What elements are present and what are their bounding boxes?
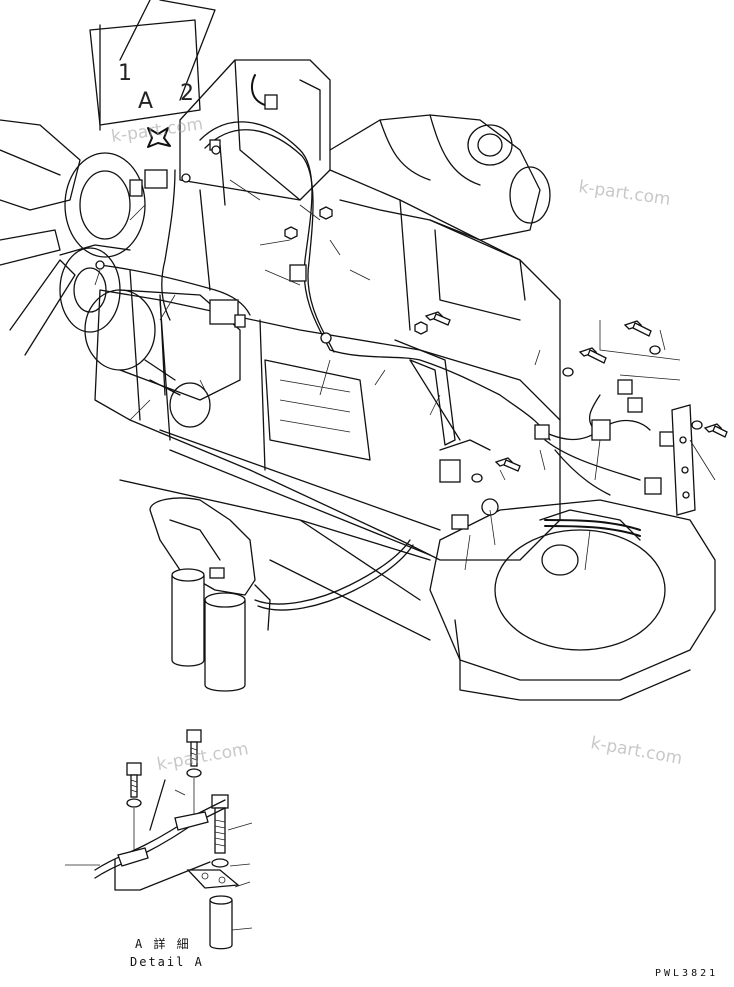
watermark-1: k-part.com [110,114,204,147]
detail-bolt-2 [186,729,202,767]
watermark-3: k-part.com [155,739,250,775]
mounting-bracket [394,339,491,451]
callout-number-1: 1 [118,61,132,86]
detail-washer-2 [186,768,202,778]
detail-plate [186,869,240,889]
relay-mounting-plate [671,404,696,516]
filter-canisters [149,497,271,692]
flywheel-housing [429,499,716,701]
callout-a-marker: A 1 2 [99,0,194,148]
wiring-harness [99,74,651,611]
detail-washer-1 [126,798,142,808]
alternator [84,289,241,428]
detail-a-view: A 詳 細 Detail A [65,729,253,969]
detail-spacer [209,895,233,950]
leader-lines [94,179,716,571]
detail-bolt-1 [126,762,142,798]
detail-title-en: Detail A [130,955,204,969]
bolts-washers-right [424,311,728,483]
watermark-2: k-part.com [577,177,671,210]
cooling-fan-assembly [0,0,216,356]
watermark-4: k-part.com [589,733,684,769]
drawing-code: PWL3821 [655,968,718,979]
detail-washer-3 [211,858,229,868]
callout-number-2: 2 [180,81,194,106]
connectors-and-clips [95,94,675,530]
detail-long-bolt [211,794,229,854]
callout-letter: A [138,89,153,114]
detail-title-jp: A 詳 細 [135,936,191,951]
engine-block [94,59,561,641]
turbocharger [329,114,551,241]
